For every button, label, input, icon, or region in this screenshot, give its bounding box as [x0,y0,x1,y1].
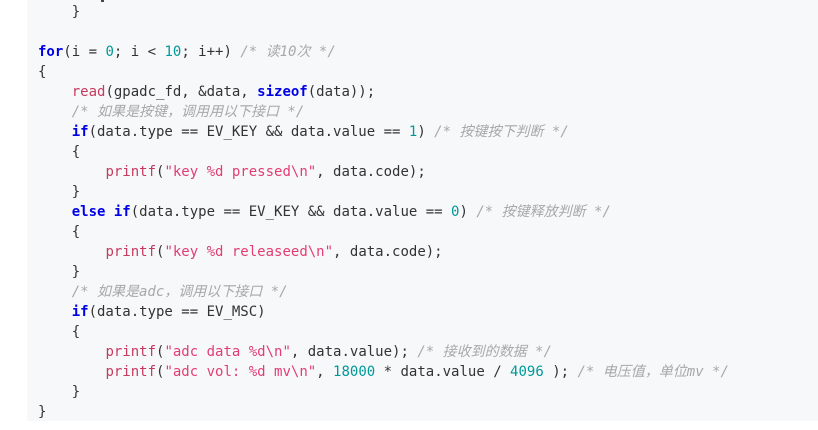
code-function-segment: printf [105,344,157,360]
code-line: } [38,2,818,22]
code-comment: /* 如果是按键，调用用以下接口 */ [71,104,305,120]
code-plain-segment: ( [156,244,165,260]
code-number-segment: 4096 [510,364,544,380]
code-keyword-segment: if [71,124,89,140]
code-line: } [38,382,818,402]
code-plain-segment: (data.type == EV_KEY && data.value == [130,204,452,220]
code-function-segment: read [71,84,106,100]
code-plain-segment: , [316,364,334,380]
code-plain-segment: } [38,264,81,280]
code-line: if(data.type == EV_MSC) [38,302,818,322]
code-number-segment: 1 [408,124,418,140]
code-keyword-segment: for [38,44,64,60]
code-plain-segment [38,244,105,260]
code-plain-segment: (i = [63,44,106,60]
code-plain-segment: ( [156,164,165,180]
code-plain-segment [38,284,72,300]
code-line: /* 如果是按键，调用用以下接口 */ [38,102,818,122]
code-line: printf("key %d releaseed\n", data.code); [38,242,818,262]
code-function-segment: printf [105,164,157,180]
code-string-segment: "adc vol: %d mv\n" [164,364,317,380]
code-plain-segment: , data.code); [316,164,426,180]
code-line: { [38,62,818,82]
code-plain-segment [38,364,105,380]
code-line: printf("key %d pressed\n", data.code); [38,162,818,182]
code-line: } [38,402,818,421]
code-plain-segment: (data)); [307,84,376,100]
code-plain-segment: , data.code); [333,244,443,260]
code-plain-segment [38,164,105,180]
code-line: } [38,262,818,282]
code-line: { [38,222,818,242]
code-comment: /* 电压值，单位mv */ [577,364,729,380]
code-plain-segment [38,104,72,120]
code-keyword-segment: else [71,204,106,220]
code-plain-segment: { [38,324,81,340]
code-plain-segment: * data.value / [375,364,511,380]
code-keyword-segment: if [113,204,131,220]
code-keyword-segment: if [71,304,89,320]
code-comment: /* 按键按下判断 */ [434,124,569,140]
code-function-segment: printf [105,364,157,380]
code-plain-segment: } [38,404,47,420]
code-line: read(gpadc_fd, &data, sizeof(data)); [38,82,818,102]
code-plain-segment: (gpadc_fd, &data, [105,84,258,100]
code-lines-container: } for(i = 0; i < 10; i++) /* 读10次 */{ re… [38,2,818,421]
code-string-segment: "key %d pressed\n" [164,164,317,180]
code-keyword-segment: sizeof [257,84,308,100]
code-line: } [38,182,818,202]
code-plain-segment: ); [543,364,578,380]
code-plain-segment: ; i++) [181,44,241,60]
code-line: if(data.type == EV_KEY && data.value == … [38,122,818,142]
code-number-segment: 18000 [333,364,376,380]
code-plain-segment [38,304,72,320]
code-plain-segment: } [38,184,81,200]
code-line [38,22,818,42]
code-plain-segment: } [38,384,81,400]
code-plain-segment: ( [156,364,165,380]
code-line: else if(data.type == EV_KEY && data.valu… [38,202,818,222]
code-comment: /* 读10次 */ [240,44,336,60]
code-plain-segment: ( [156,344,165,360]
code-plain-segment: ) [459,204,477,220]
code-comment: /* 接收到的数据 */ [417,344,552,360]
code-line: { [38,142,818,162]
code-comment: /* 按键释放判断 */ [476,204,611,220]
code-string-segment: "adc data %d\n" [164,344,291,360]
code-plain-segment [38,204,72,220]
code-line: printf("adc vol: %d mv\n", 18000 * data.… [38,362,818,382]
code-plain-segment: { [38,64,47,80]
code-plain-segment [38,84,72,100]
code-number-segment: 0 [105,44,114,60]
code-plain-segment [38,344,105,360]
code-line: { [38,322,818,342]
clipped-line-fragment [101,0,104,2]
code-number-segment: 10 [164,44,182,60]
code-plain-segment [38,124,72,140]
code-plain-segment: { [38,224,81,240]
code-plain-segment [105,204,113,220]
code-plain-segment: ) [417,124,435,140]
code-plain-segment: (data.type == EV_KEY && data.value == [88,124,409,140]
code-function-segment: printf [105,244,157,260]
code-plain-segment: (data.type == EV_MSC) [88,304,266,320]
code-line: printf("adc data %d\n", data.value); /* … [38,342,818,362]
code-number-segment: 0 [451,204,460,220]
code-plain-segment: , data.value); [290,344,418,360]
code-string-segment: "key %d releaseed\n" [164,244,334,260]
code-plain-segment: ; i < [113,44,165,60]
code-line: /* 如果是adc，调用以下接口 */ [38,282,818,302]
code-comment: /* 如果是adc，调用以下接口 */ [71,284,288,300]
code-plain-segment: } [38,4,81,20]
code-block: } for(i = 0; i < 10; i++) /* 读10次 */{ re… [27,0,818,421]
code-line: for(i = 0; i < 10; i++) /* 读10次 */ [38,42,818,62]
code-plain-segment: { [38,144,81,160]
